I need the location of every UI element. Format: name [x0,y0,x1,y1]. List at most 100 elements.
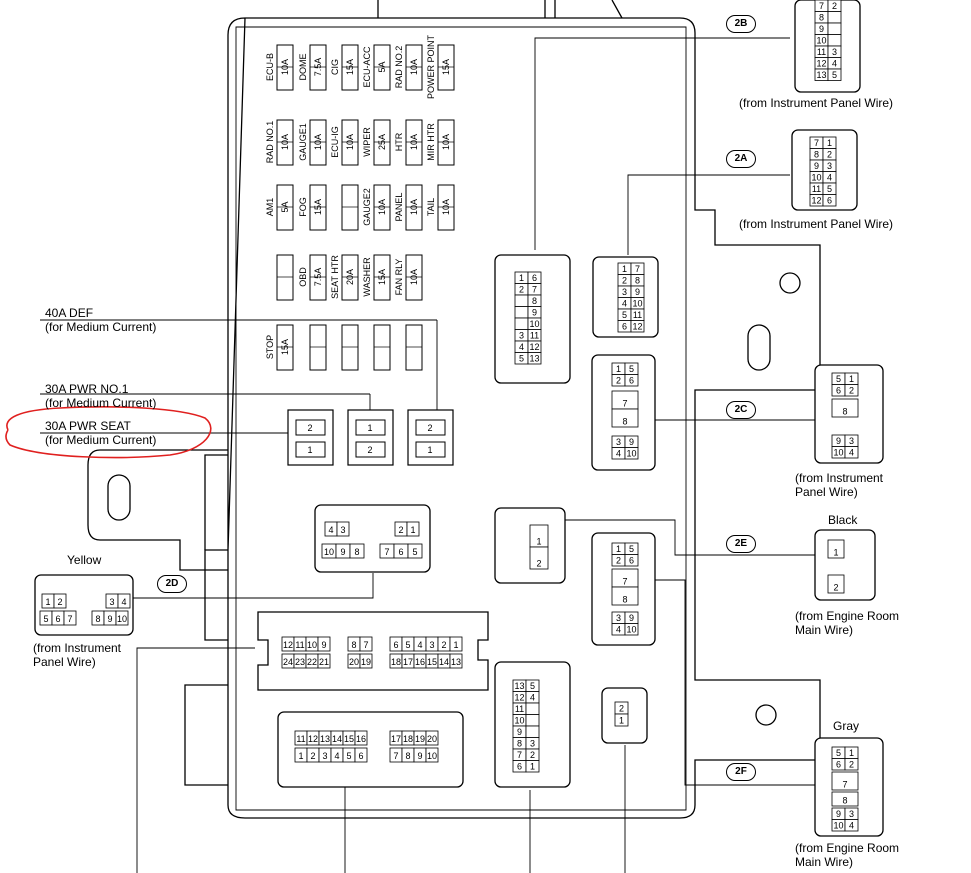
pin-number: 9 [321,640,326,650]
pin-number: 8 [532,296,537,306]
pin-number: 13 [320,734,330,744]
fuse-name: CIG [330,59,340,75]
fuse-name: RAD NO.1 [265,121,275,164]
fuse-rating: 10A [409,269,419,285]
pin-number: 3 [616,613,621,623]
pin-number: 20 [427,734,437,744]
socket-2E-pins: 12 [529,524,549,570]
pin-number: 1 [536,537,541,547]
pin-number: 4 [417,640,422,650]
pin-number: 10 [632,299,642,309]
fuse-rating: 5A [377,61,387,72]
pin-number: 23 [295,657,305,667]
fuse-rating: 10A [313,134,323,150]
pin-number: 7 [393,751,398,761]
pin-number: 8 [842,796,847,806]
fuse-name: WIPER [362,127,372,157]
pin-number: 4 [827,173,832,183]
fuse-rating: 15A [441,59,451,75]
pin-number: 6 [629,376,634,386]
pin-number: 1 [519,273,524,283]
pin-number: 7 [532,285,537,295]
pin-number: 2 [622,276,627,286]
fuse-name: PANEL [394,193,404,222]
pin-number: 6 [517,762,522,772]
fuse-rating: 15A [280,339,290,355]
pin-number: 7 [842,780,847,790]
pin-number: 10 [833,821,843,831]
fuse-name: DOME [298,54,308,81]
seat-label: 30A PWR SEAT [45,419,131,433]
pin-number: 9 [836,809,841,819]
pin-number: 2 [616,556,621,566]
def-sublabel: (for Medium Current) [45,320,157,334]
pin-number: 5 [836,748,841,758]
pin-number: 9 [417,751,422,761]
pin-number: 3 [519,331,524,341]
pin-number: 1 [622,264,627,274]
pin-number: 7 [635,264,640,274]
empty-fuse-slot [341,324,359,371]
relay-pin: 2 [427,423,432,433]
fuse-name: FAN RLY [394,259,404,296]
pin-number: 1 [530,762,535,772]
pin-number: 3 [827,161,832,171]
pin-number: 5 [629,544,634,554]
relay-1: 21 [287,409,334,466]
pwr1-label: 30A PWR NO.1 [45,382,129,396]
pin-number: 9 [819,24,824,34]
pin-number: 5 [519,354,524,364]
pin-number: 2 [833,583,838,593]
pin-number: 6 [398,547,403,557]
pin-number: 7 [622,399,627,409]
pin-number: 9 [635,287,640,297]
socket-2C-pins-mid: 78 [611,390,639,428]
pin-number: 5 [405,640,410,650]
tag-2D: 2D [157,575,187,593]
relay-3: 21 [407,409,454,466]
pin-number: 4 [622,299,627,309]
pin-number: 1 [827,138,832,148]
source-2B: (from Instrument Panel Wire) [739,96,894,110]
pin-number: 9 [517,727,522,737]
fuse-row2-1: 10A RAD NO.1 [265,119,294,166]
fuse-name: FOG [298,197,308,217]
highlight-annotation [5,406,212,459]
fuse-rating: 10A [280,134,290,150]
pin-number: 2 [616,376,621,386]
color-2E: Black [828,513,858,527]
fuse-rating: 10A [345,134,355,150]
pin-number: 9 [629,437,634,447]
pin-number: 14 [332,734,342,744]
socket-small-pins: 21 [614,701,629,727]
pin-number: 17 [403,657,413,667]
pin-number: 2 [441,640,446,650]
pin-number: 3 [832,47,837,57]
fuse-rating: 10A [441,134,451,150]
pin-number: 10 [816,36,826,46]
pin-number: 4 [121,597,126,607]
fuse-rating: 10A [409,199,419,215]
pin-number: 10 [427,751,437,761]
connector-2E-pin-1: 1 [827,539,845,559]
pin-number: 1 [849,748,854,758]
pin-number: 10 [117,614,127,624]
